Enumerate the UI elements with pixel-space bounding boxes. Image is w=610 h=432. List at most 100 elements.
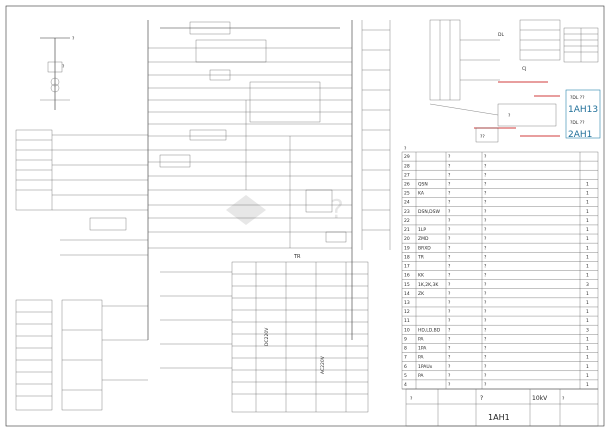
table-cell-name: ? (448, 254, 451, 260)
table-cell-code: PA (418, 355, 424, 361)
table-cell-no: 24 (404, 200, 410, 206)
table-cell-spec: ? (484, 382, 487, 388)
table-cell-spec: ? (484, 273, 487, 279)
bottom-left-terminal-strip (15, 299, 148, 411)
switch-label: DL (498, 32, 504, 38)
table-cell-name: ? (448, 227, 451, 233)
table-cell-code: ZK (418, 291, 425, 297)
function-label-column (361, 20, 391, 250)
table-cell-name: ? (448, 300, 451, 306)
table-cell-qty: 3 (586, 327, 589, 333)
table-cell-qty: 1 (586, 300, 589, 306)
watermark-logo (226, 195, 266, 225)
unit-id-box (565, 89, 601, 139)
table-cell-code: TR (417, 254, 424, 260)
table-cell-name: ? (448, 291, 451, 297)
table-cell-name: ? (448, 245, 451, 251)
table-cell-no: 19 (404, 245, 410, 251)
table-cell-qty: 1 (586, 291, 589, 297)
table-cell-no: 8 (404, 346, 407, 352)
table-cell-name: ? (448, 172, 451, 178)
table-cell-qty: 1 (586, 309, 589, 315)
table-cell-spec: ? (484, 236, 487, 242)
drawing-number: 1AH1 (488, 413, 510, 422)
control-circuit (147, 20, 353, 340)
table-cell-qty: 1 (586, 191, 589, 197)
table-cell-spec: ? (484, 172, 487, 178)
tr-terminal-block: TR DC220V AC220V (160, 254, 369, 413)
table-cell-name: ? (448, 309, 451, 315)
table-cell-no: 23 (404, 209, 410, 215)
bus-label: ? (72, 36, 75, 42)
table-cell-spec: ? (484, 245, 487, 251)
table-cell-name: ? (448, 382, 451, 388)
table-cell-spec: ? (484, 218, 487, 224)
table-cell-qty: 1 (586, 264, 589, 270)
table-cell-spec: ? (484, 336, 487, 342)
table-cell-spec: ? (484, 346, 487, 352)
table-cell-no: 26 (404, 182, 410, 188)
table-cell-spec: ? (484, 282, 487, 288)
table-cell-qty: 1 (586, 227, 589, 233)
table-cell-no: 10 (404, 327, 410, 333)
table-cell-name: ? (448, 318, 451, 324)
terminal-block-label: TR (293, 254, 301, 260)
single-line-diagram: ? ? (40, 36, 75, 110)
unit-note-1: ?DL ?? (570, 95, 585, 101)
table-cell-spec: ? (484, 291, 487, 297)
table-cell-spec: ? (484, 227, 487, 233)
table-cell-no: 13 (404, 300, 410, 306)
table-cell-qty: 1 (586, 236, 589, 242)
table-cell-code: HD,LD,BD (418, 327, 441, 333)
sheet-label: ? (562, 396, 565, 402)
table-cell-spec: ? (484, 300, 487, 306)
table-cell-no: 27 (404, 172, 410, 178)
ct-label: ? (62, 64, 65, 70)
table-cell-name: ? (448, 282, 451, 288)
table-cell-spec: ? (484, 309, 487, 315)
table-cell-no: 25 (404, 191, 410, 197)
table-cell-no: 22 (404, 218, 410, 224)
table-cell-qty: 1 (586, 254, 589, 260)
table-cell-no: 15 (404, 282, 410, 288)
table-cell-spec: ? (484, 355, 487, 361)
table-cell-no: 21 (404, 227, 410, 233)
table-cell-qty: 1 (586, 364, 589, 370)
table-cell-no: 7 (404, 355, 407, 361)
table-cell-qty: 1 (586, 318, 589, 324)
table-cell-name: ? (448, 154, 451, 160)
table-cell-name: ? (448, 264, 451, 270)
table-cell-code: KA (418, 191, 425, 197)
table-cell-qty: 1 (586, 273, 589, 279)
table-cell-qty: 1 (586, 218, 589, 224)
table-cell-spec: ? (484, 373, 487, 379)
table-cell-name: ? (448, 327, 451, 333)
table-cell-code: ZMD (418, 236, 429, 242)
table-cell-qty: 1 (586, 200, 589, 206)
table-cell-no: 29 (404, 154, 410, 160)
table-cell-code: 1PA (418, 346, 427, 352)
table-cell-code: PA (418, 373, 424, 379)
table-cell-spec: ? (484, 327, 487, 333)
table-cell-qty: 1 (586, 245, 589, 251)
table-cell-name: ? (448, 200, 451, 206)
table-cell-name: ? (448, 355, 451, 361)
table-cell-no: 20 (404, 236, 410, 242)
table-cell-code: QSN (418, 182, 428, 188)
table-cell-name: ? (448, 218, 451, 224)
table-cell-code: 1K,2K,3K (418, 282, 439, 288)
table-cell-no: 4 (404, 382, 407, 388)
table-cell-qty: 1 (586, 373, 589, 379)
table-cell-spec: ? (484, 182, 487, 188)
table-cell-no: 28 (404, 163, 410, 169)
relay-label: CJ (522, 66, 526, 72)
table-cell-spec: ? (484, 191, 487, 197)
table-cell-spec: ? (484, 318, 487, 324)
table-cell-no: 5 (404, 373, 407, 379)
unit-id-2: 2AH1 (568, 130, 592, 140)
title-block: ? 10kV 1AH1 ? ? (405, 388, 599, 427)
table-cell-qty: 1 (586, 209, 589, 215)
